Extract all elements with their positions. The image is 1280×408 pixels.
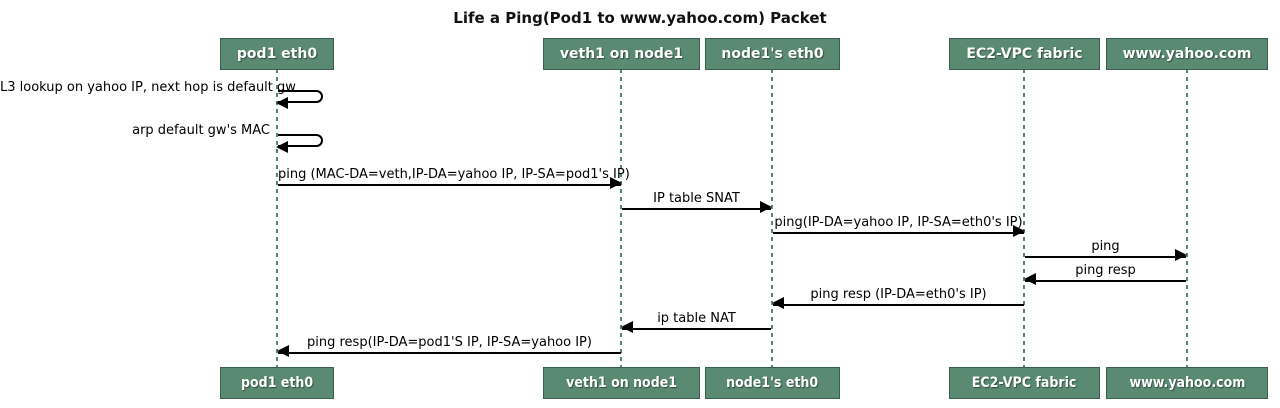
lifeline-ec2-vpc-fabric [1023, 69, 1025, 368]
arrowhead-icon [276, 141, 288, 153]
message-label: ip table NAT [657, 311, 736, 326]
self-message-label: L3 lookup on yahoo IP, next hop is defau… [0, 80, 296, 95]
participant-top-ec2-vpc-fabric: EC2-VPC fabric [949, 38, 1100, 70]
arrowhead-icon [1175, 249, 1187, 261]
arrowhead-icon [621, 321, 633, 333]
message-label: ping(IP-DA=yahoo IP, IP-SA=eth0's IP) [774, 215, 1023, 230]
lifeline-veth1-on-node1 [620, 69, 622, 368]
participant-bottom-ec2-vpc-fabric: EC2-VPC fabric [949, 367, 1100, 399]
message-ping-to-yahoo: ping [1025, 239, 1187, 261]
participant-top-node1s-eth0: node1's eth0 [705, 38, 840, 70]
arrowhead-icon [277, 345, 289, 357]
message-label: ping resp [1075, 263, 1136, 278]
arrowhead-icon [760, 201, 772, 213]
arrowhead-icon [610, 177, 622, 189]
participant-label: pod1 eth0 [240, 375, 314, 391]
arrowhead-icon [772, 297, 784, 309]
self-message-label: arp default gw's MAC [132, 123, 270, 138]
message-label: ping (MAC-DA=veth,IP-DA=yahoo IP, IP-SA=… [278, 167, 630, 182]
participant-bottom-pod1-eth0: pod1 eth0 [220, 367, 334, 399]
participant-label: node1's eth0 [721, 46, 824, 62]
message-arrow-line [278, 177, 622, 189]
message-arrow-line [621, 321, 771, 333]
self-loop-arrow [276, 134, 323, 153]
arrowhead-icon [1024, 273, 1036, 285]
message-arrow-line [622, 201, 772, 213]
participant-label: veth1 on node1 [559, 46, 684, 62]
participant-label: EC2-VPC fabric [966, 46, 1083, 62]
lifeline-pod1-eth0 [276, 69, 278, 368]
message-ip-table-snat: IP table SNAT [622, 191, 772, 213]
participant-top-www-yahoo-com: www.yahoo.com [1106, 38, 1268, 70]
participant-label: EC2-VPC fabric [972, 375, 1077, 391]
message-ping-to-ec2-fabric: ping(IP-DA=yahoo IP, IP-SA=eth0's IP) [773, 215, 1025, 237]
participant-top-pod1-eth0: pod1 eth0 [220, 38, 334, 70]
message-label: IP table SNAT [653, 191, 740, 206]
message-arrow-line [772, 297, 1024, 309]
message-arrow-line [1025, 249, 1187, 261]
arrowhead-icon [1013, 225, 1025, 237]
self-loop-arrow [276, 90, 323, 109]
message-label: ping [1091, 239, 1120, 254]
participant-label: node1's eth0 [726, 375, 819, 391]
participant-bottom-node1s-eth0: node1's eth0 [705, 367, 840, 399]
participant-label: www.yahoo.com [1129, 375, 1245, 391]
message-ip-table-nat: ip table NAT [621, 311, 771, 333]
participant-label: veth1 on node1 [566, 375, 677, 391]
message-label: ping resp(IP-DA=pod1'S IP, IP-SA=yahoo I… [307, 335, 592, 350]
arrowhead-icon [276, 97, 288, 109]
message-ping-to-veth1: ping (MAC-DA=veth,IP-DA=yahoo IP, IP-SA=… [278, 167, 630, 189]
message-arrow-line [773, 225, 1025, 237]
message-label: ping resp (IP-DA=eth0's IP) [810, 287, 987, 302]
message-ping-resp-from-yahoo: ping resp [1024, 263, 1186, 285]
participant-label: www.yahoo.com [1122, 46, 1252, 62]
participant-bottom-www-yahoo-com: www.yahoo.com [1106, 367, 1268, 399]
lifeline-www-yahoo-com [1186, 69, 1188, 368]
message-arrow-line [1024, 273, 1186, 285]
participant-top-veth1-on-node1: veth1 on node1 [543, 38, 700, 70]
message-ping-resp-to-pod1: ping resp(IP-DA=pod1'S IP, IP-SA=yahoo I… [277, 335, 621, 357]
diagram-title: Life a Ping(Pod1 to www.yahoo.com) Packe… [453, 9, 827, 27]
participant-label: pod1 eth0 [236, 46, 318, 62]
lifeline-node1s-eth0 [771, 69, 773, 368]
participant-bottom-veth1-on-node1: veth1 on node1 [543, 367, 700, 399]
message-ping-resp-to-eth0: ping resp (IP-DA=eth0's IP) [772, 287, 1024, 309]
message-arrow-line [277, 345, 621, 357]
